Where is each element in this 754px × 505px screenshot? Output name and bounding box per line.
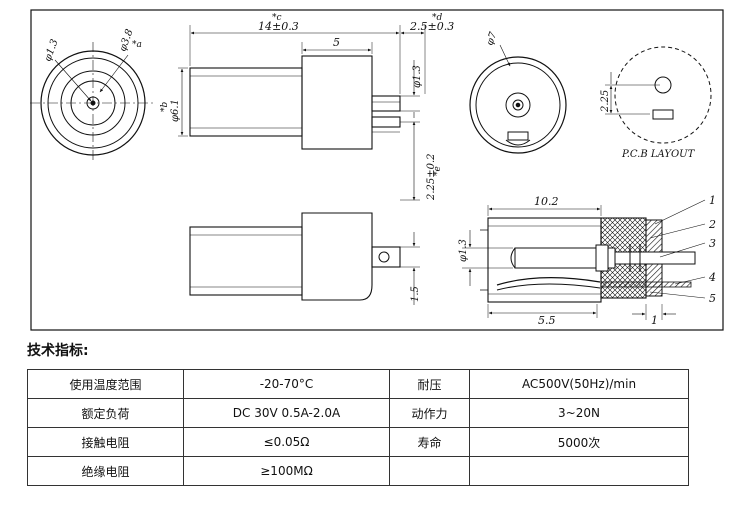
callout-3: 3 <box>709 237 716 250</box>
spec-value: 3~20N <box>469 398 689 428</box>
spec-label: 使用温度范围 <box>27 369 184 399</box>
label-sec-55: 5.5 <box>538 314 556 327</box>
label-mark-d: *d <box>432 13 443 23</box>
spec-label: 接触电阻 <box>27 427 184 457</box>
label-pcb-225: 2.25 <box>600 90 611 113</box>
front-view <box>30 42 156 162</box>
spec-value: AC500V(50Hz)/min <box>469 369 689 399</box>
spec-value: -20-70°C <box>183 369 390 399</box>
label-pin-offset: 2.25±0.2 <box>426 153 437 201</box>
section-view <box>462 199 706 320</box>
drawing-frame <box>30 9 724 331</box>
spec-label: 耐压 <box>389 369 470 399</box>
spec-label: 动作力 <box>389 398 470 428</box>
technical-drawing: φ1.3 φ3.8 *a 14±0.3 *c 5 2.5±0.3 *d <box>30 9 724 331</box>
table-row: 绝缘电阻 ≥100MΩ <box>27 456 689 486</box>
label-mark-a: *a <box>132 40 142 50</box>
table-row: 额定负荷 DC 30V 0.5A-2.0A 动作力 3~20N <box>27 398 689 428</box>
label-sec-len: 10.2 <box>534 195 559 208</box>
rear-view <box>469 44 567 154</box>
label-d13-left: φ1.3 <box>42 38 60 63</box>
spec-label: 绝缘电阻 <box>27 456 184 486</box>
label-sec-1: 1 <box>651 314 658 327</box>
spec-label: 额定负荷 <box>27 398 184 428</box>
spec-value: ≥100MΩ <box>183 456 390 486</box>
label-d61: φ6.1 <box>170 99 181 122</box>
spec-table: 使用温度范围 -20-70°C 耐压 AC500V(50Hz)/min 额定负荷… <box>27 369 689 486</box>
spec-value <box>469 456 689 486</box>
label-mark-c: *c <box>272 13 282 23</box>
table-row: 接触电阻 ≤0.05Ω 寿命 5000次 <box>27 427 689 457</box>
spec-value: ≤0.05Ω <box>183 427 390 457</box>
spec-title: 技术指标: <box>27 343 89 359</box>
callout-2: 2 <box>708 218 716 231</box>
label-bot-15: 1.5 <box>410 286 421 302</box>
pcb-layout-view <box>605 46 712 144</box>
bottom-view <box>189 212 420 305</box>
label-len-total: 14±0.3 <box>258 20 299 33</box>
spec-label: 寿命 <box>389 427 470 457</box>
spec-value: 5000次 <box>469 427 689 457</box>
side-view <box>178 25 426 201</box>
callout-5: 5 <box>709 292 716 305</box>
callout-4: 4 <box>708 271 716 284</box>
callout-1: 1 <box>709 194 716 207</box>
label-d13-pin: φ1.3 <box>412 65 423 88</box>
label-mark-b: *b <box>160 102 170 113</box>
table-row: 使用温度范围 -20-70°C 耐压 AC500V(50Hz)/min <box>27 369 689 399</box>
label-mark-e: *e <box>433 166 443 176</box>
spec-value: DC 30V 0.5A-2.0A <box>183 398 390 428</box>
label-pcb-layout: P.C.B LAYOUT <box>621 149 696 160</box>
spec-label <box>389 456 470 486</box>
label-d7: φ7 <box>484 30 499 47</box>
label-sec-d13: φ1.3 <box>458 239 469 262</box>
label-len-5: 5 <box>333 36 340 49</box>
label-len-pin: 2.5±0.3 <box>409 20 454 33</box>
